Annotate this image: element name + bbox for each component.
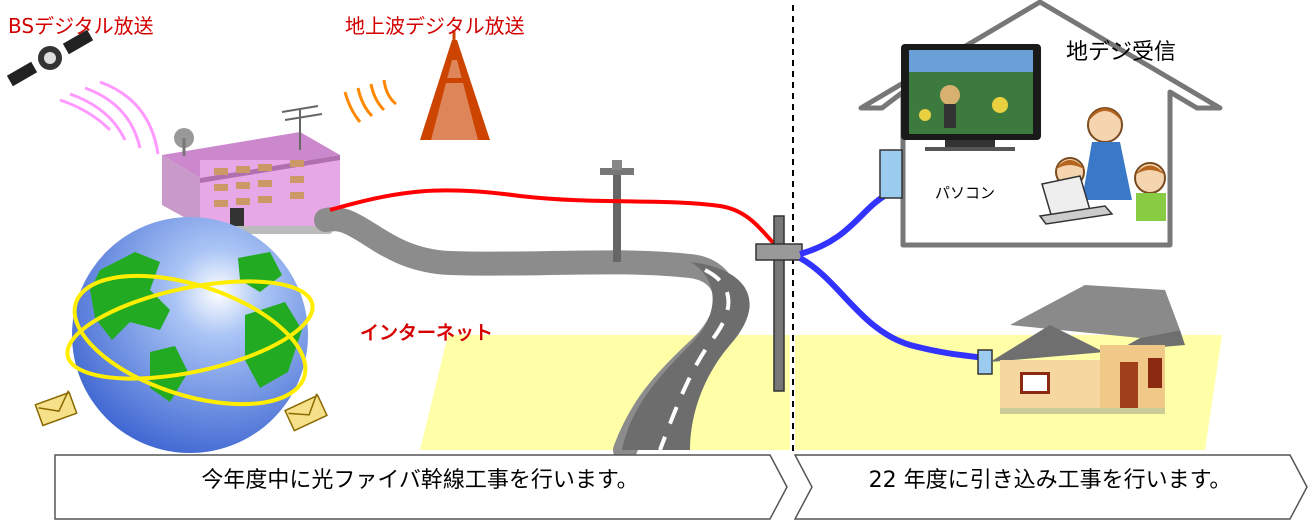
terrestrial-digital-label: 地上波デジタル放送 — [345, 14, 525, 38]
drop-line-to-house — [799, 192, 888, 257]
family-with-laptop-icon — [1038, 107, 1166, 225]
connection-pole-icon — [755, 215, 803, 392]
detached-house-icon — [990, 285, 1185, 414]
apartment-building-icon — [162, 105, 340, 234]
drop-line-to-home — [798, 255, 986, 361]
onu-box-pc — [879, 149, 903, 199]
satellite-signal-icon — [59, 80, 160, 155]
left-banner-text: 今年度中に光ファイバ幹線工事を行います。 — [201, 468, 639, 493]
globe-icon — [65, 217, 315, 453]
left-ground-area — [420, 335, 790, 450]
terrestrial-signal-icon — [343, 79, 397, 123]
mail-envelope-right-icon — [284, 393, 328, 432]
optical-fiber-line — [329, 188, 791, 257]
house-reception-label: 地デジ受信 — [1066, 40, 1177, 65]
road — [622, 262, 750, 451]
pc-label: パソコン — [935, 184, 996, 202]
satellite-icon — [6, 29, 94, 87]
left-banner — [54, 454, 788, 520]
broadcast-tower-icon — [420, 30, 490, 140]
mail-envelope-left-icon — [34, 390, 78, 427]
house-outline — [858, 0, 1223, 248]
right-banner — [793, 454, 1308, 520]
onu-box-home — [977, 349, 993, 375]
right-banner-text: 22 年度に引き込み工事を行います。 — [868, 468, 1232, 493]
internet-label: インターネット — [360, 322, 494, 344]
bs-digital-label: BSデジタル放送 — [8, 14, 154, 38]
television-icon — [901, 44, 1041, 151]
utility-pole-icon — [600, 160, 634, 262]
